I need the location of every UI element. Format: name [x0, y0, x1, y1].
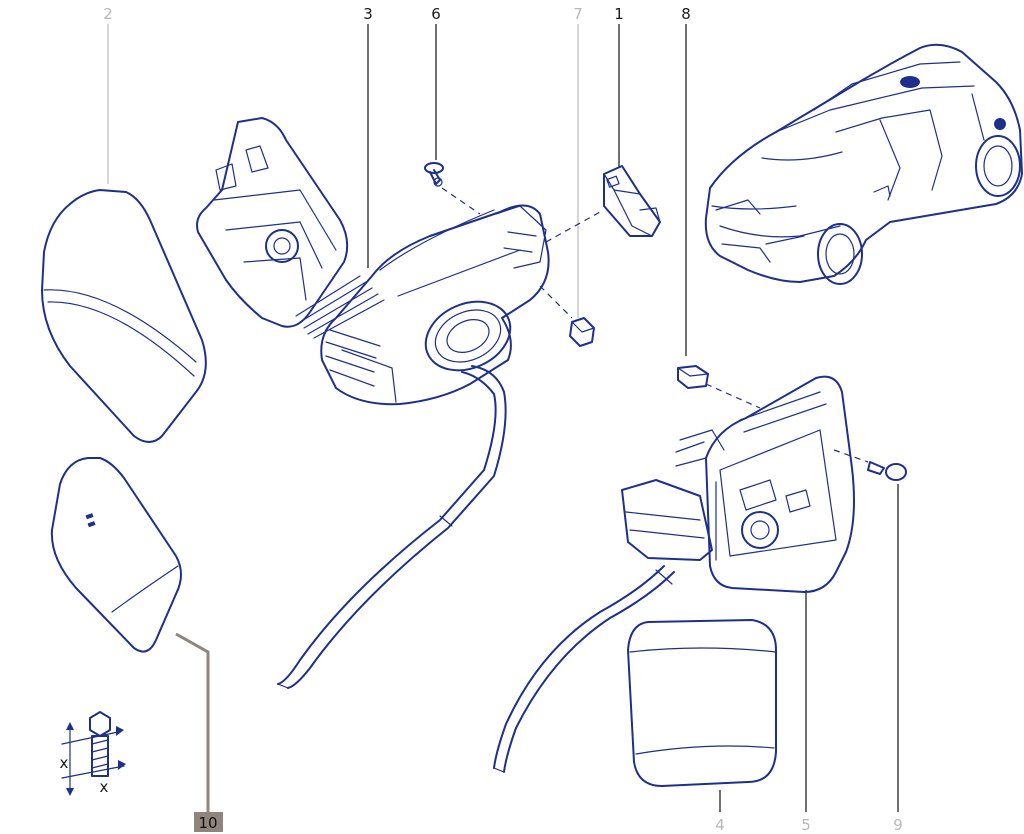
callout-10-tag	[194, 812, 223, 832]
leader-10	[175, 632, 210, 812]
callout-7: 7	[573, 5, 583, 23]
bolt-head-icon	[89, 711, 111, 737]
callout-2: 2	[103, 5, 113, 23]
callout-9: 9	[893, 816, 903, 834]
callout-8: 8	[681, 5, 691, 23]
callout-1: 1	[614, 5, 624, 23]
part-1-actuator	[545, 165, 661, 243]
car-illustration	[704, 43, 1023, 285]
part-4-outer-cover	[627, 619, 777, 787]
callout-6: 6	[431, 5, 441, 23]
part-7-clip	[539, 285, 595, 347]
torque-x-upper: x	[60, 754, 69, 772]
callout-10: 10	[198, 814, 217, 832]
callout-3: 3	[363, 5, 373, 23]
part-10-small-flap	[50, 457, 182, 653]
part-5-flap-housing	[493, 375, 855, 773]
callout-numbers: 1 2 3 4 5 6 7 8 9 10	[103, 5, 903, 834]
callout-5: 5	[801, 816, 811, 834]
part-8-clip	[677, 365, 761, 409]
part-9-screw	[833, 449, 907, 481]
leader-lines	[107, 24, 899, 812]
callout-4: 4	[715, 816, 725, 834]
part-6-screw	[424, 162, 481, 215]
part-2-flap-cover	[41, 189, 207, 443]
torque-legend: x x	[60, 711, 126, 796]
torque-x-lower: x	[100, 778, 109, 796]
part-3-socket-housing	[196, 117, 550, 689]
